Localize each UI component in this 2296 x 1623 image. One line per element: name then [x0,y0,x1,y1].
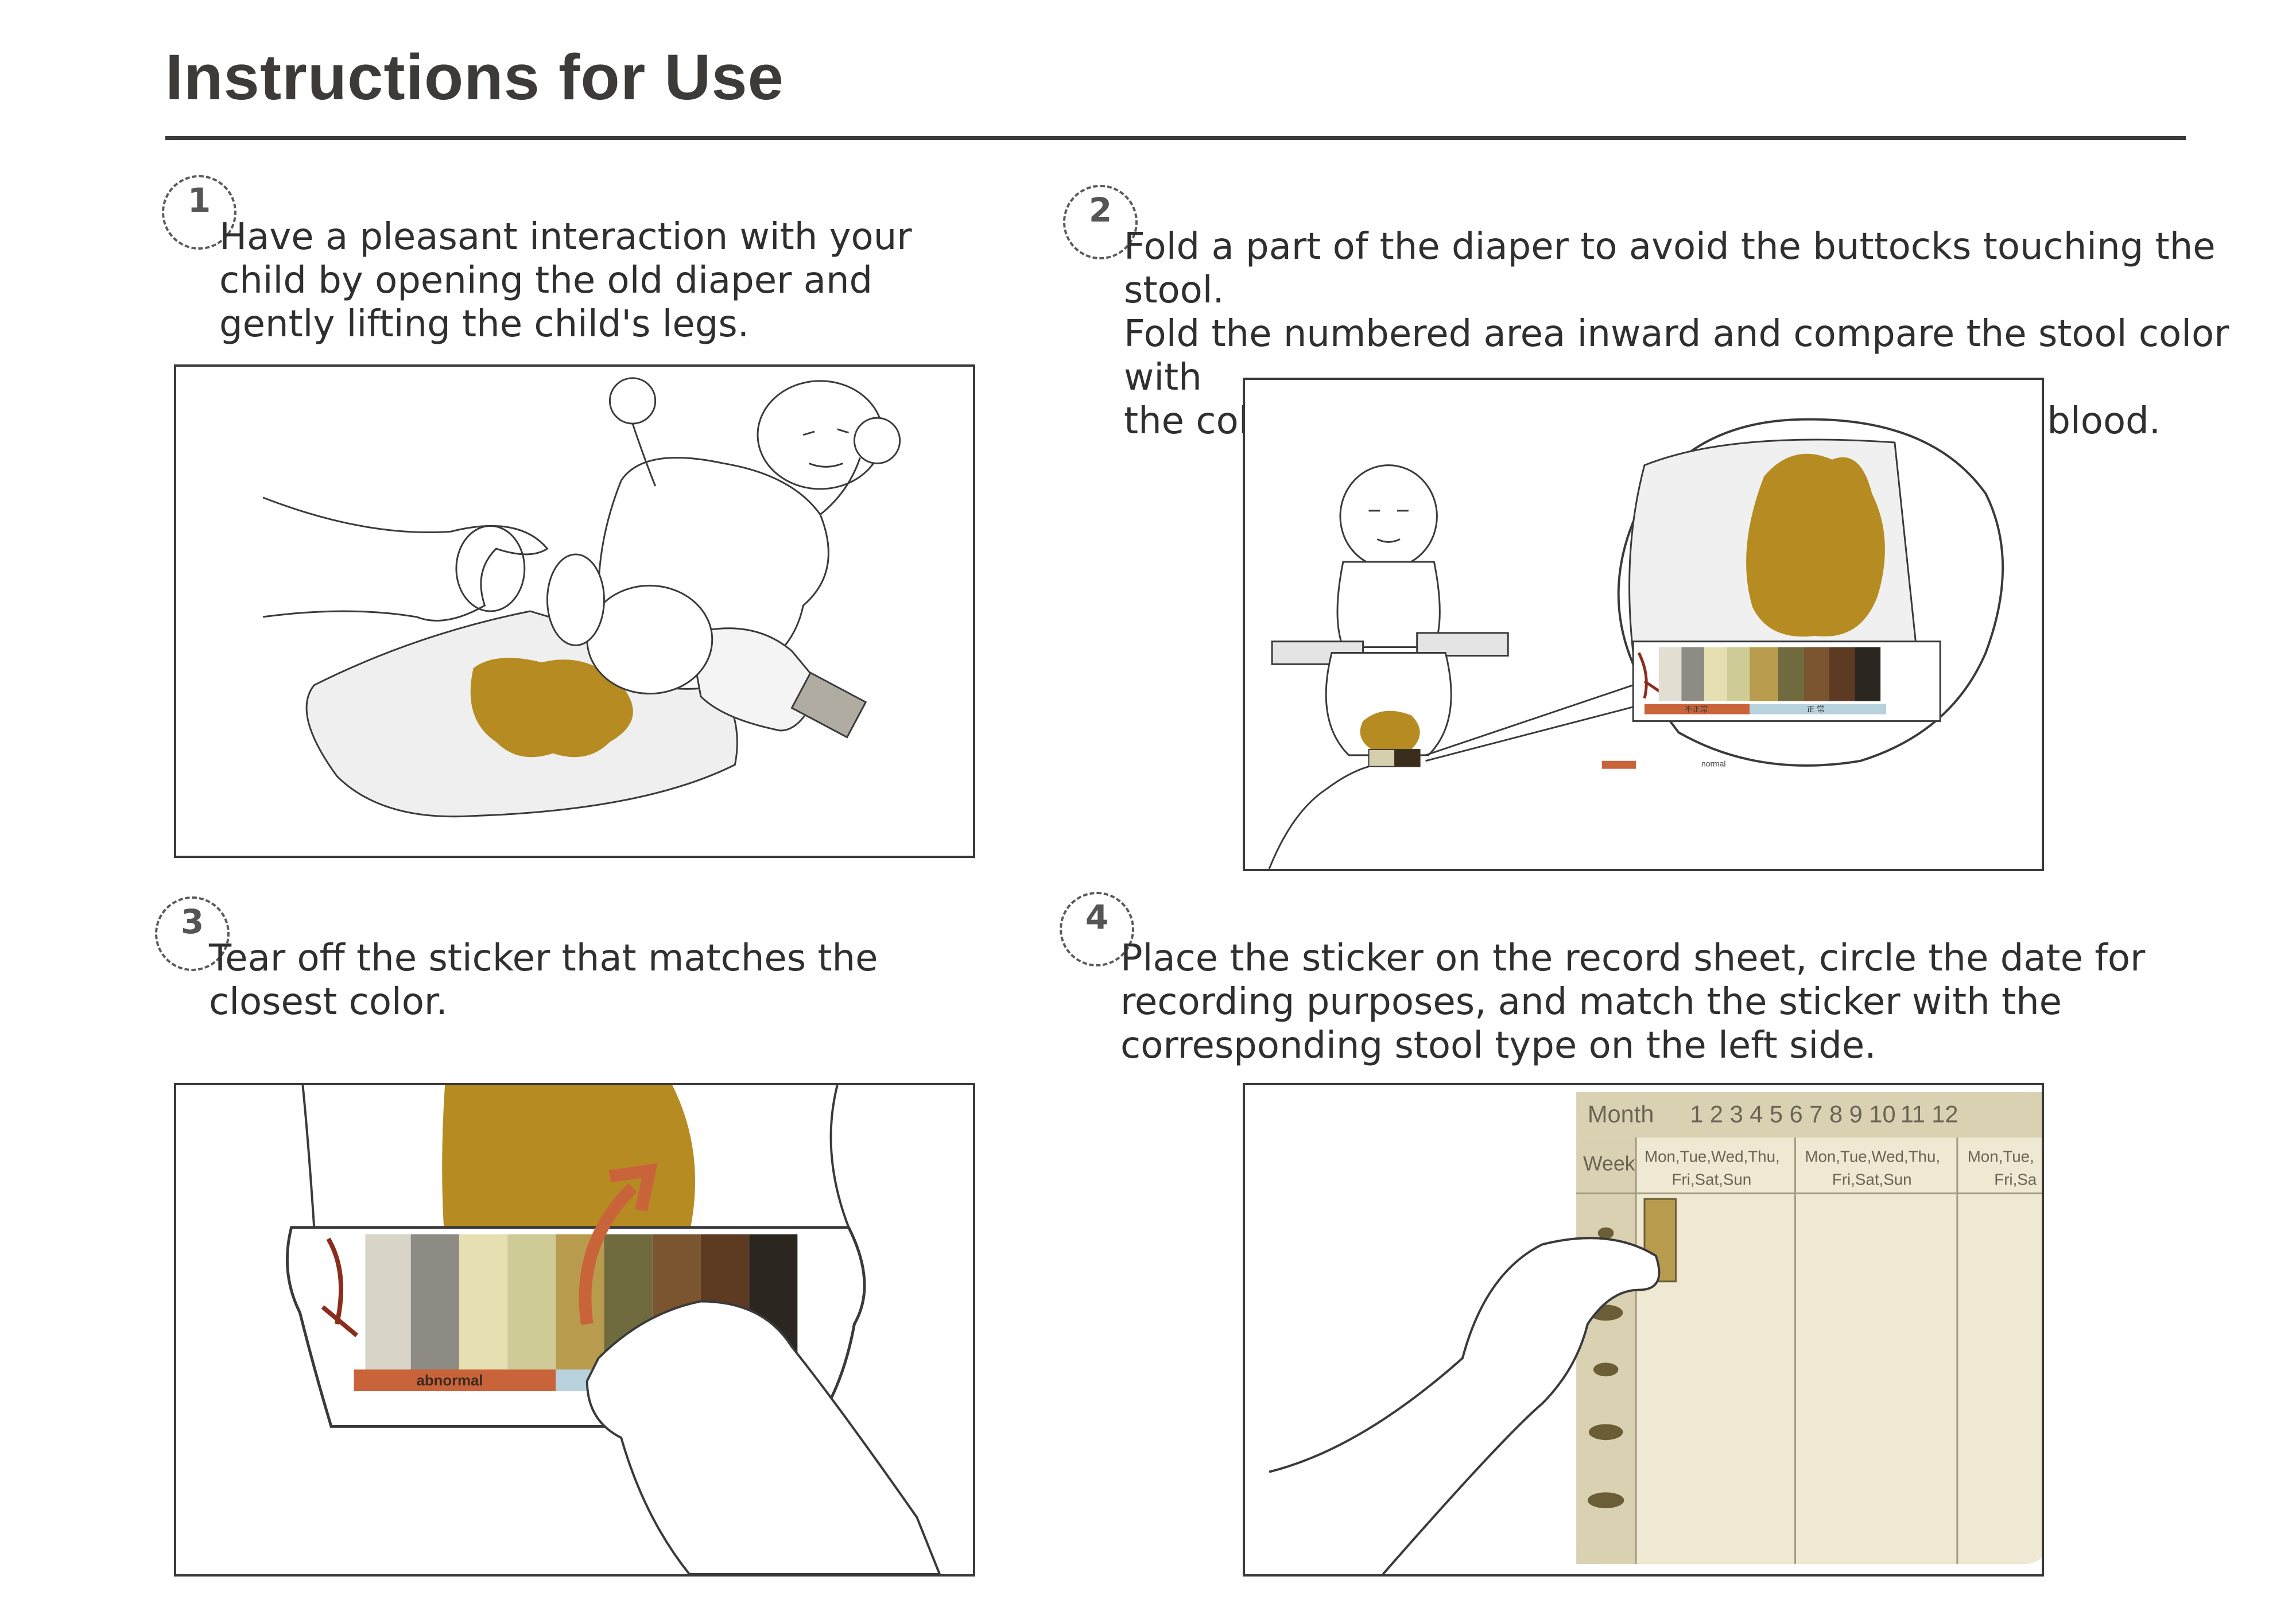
baby-legs [1325,652,1452,756]
baby-foot-left [455,525,526,612]
step-4-number: 4 [1085,898,1109,937]
step-1-line-3: gently lifting the child's legs. [219,303,750,345]
adult-hand [585,1300,941,1574]
step-2-line-1: Fold a part of the diaper to avoid the b… [1124,226,2216,312]
month-7: 7 [1809,1100,1822,1127]
step-3-text: Tear off the sticker that matches the cl… [209,937,878,1024]
col-2-line-2: Fri,Sat,Sun [1832,1170,1912,1188]
normal-cn-label: 正 常 [1806,705,1825,714]
diaper-opening-illustration [262,377,901,818]
baby-leg [586,584,713,695]
step-2-illustration: normal 不正常 正 常 [1243,378,2044,871]
month-4: 4 [1750,1100,1763,1127]
small-stool [1360,710,1420,750]
tear-sticker-illustration: abnormal no [285,1085,941,1574]
col-3-line-1: Mon,Tue, [1968,1148,2034,1166]
step-3-line-1: Tear off the sticker that matches the [209,937,878,980]
step-3-badge: 3 [155,896,230,971]
abnormal-cn-label: 不正常 [1684,705,1708,714]
mini-abnormal-tag [1601,760,1636,769]
col-1-line-1: Mon,Tue,Wed,Thu, [1645,1148,1780,1166]
step-2-badge: 2 [1063,185,1138,259]
record-sheet-illustration: Month 1 2 3 4 5 6 7 8 9 10 11 12 Week Mo… [1269,1092,2042,1574]
diaper-tab [790,671,867,739]
adult-hand [1268,766,1369,869]
month-12: 12 [1932,1100,1958,1127]
step-2-line-2: Fold the numbered area inward and compar… [1124,313,2229,399]
stool-type-icons [1587,1227,1624,1509]
adult-hand [262,496,549,622]
tear-arrow-head [608,1163,658,1212]
step-4-text: Place the sticker on the record sheet, c… [1120,937,2145,1067]
mini-normal-label: normal [1701,759,1725,768]
col-1-line-2: Fri,Sat,Sun [1672,1170,1752,1188]
baby-head [1339,464,1438,569]
step-2-number: 2 [1088,191,1112,230]
step-1-illustration [174,364,975,858]
diaper-outline [301,1085,850,1228]
page-title: Instructions for Use [165,41,784,113]
tear-arrow [579,1183,637,1325]
month-1: 1 [1690,1100,1703,1127]
step-4-line-1: Place the sticker on the record sheet, c… [1120,937,2146,980]
month-5: 5 [1770,1100,1783,1127]
month-6: 6 [1790,1100,1803,1127]
month-10: 10 [1869,1100,1895,1127]
step-1-badge: 1 [162,175,236,250]
step-3-illustration: abnormal no [174,1083,975,1577]
large-stool [442,1085,696,1245]
week-label: Week [1583,1152,1635,1175]
baby-foot-right [546,553,606,646]
step-1-line-2: child by opening the old diaper and [219,259,873,302]
record-sheet: Month 1 2 3 4 5 6 7 8 9 10 11 12 Week Mo… [1576,1092,2042,1564]
abnormal-label: abnormal [417,1373,483,1389]
step-4-line-3: corresponding stool type on the left sid… [1120,1024,1876,1067]
diaper-wing-right [1416,632,1509,657]
title-divider [165,136,2186,140]
step-4-badge: 4 [1060,892,1134,966]
col-2-line-1: Mon,Tue,Wed,Thu, [1805,1148,1940,1166]
step-1-text: Have a pleasant interaction with your ch… [219,215,912,346]
baby-fist-left [608,377,657,425]
step-3-line-2: closest color. [209,981,448,1023]
month-label: Month [1588,1100,1654,1127]
month-8: 8 [1829,1100,1843,1127]
zoom-color-chart: 不正常 正 常 [1632,640,1941,722]
col-3-line-2: Fri,Sa [1994,1170,2037,1188]
small-color-chart [1368,748,1421,767]
stool-blob [470,658,633,758]
zoom-stool [1746,453,1885,637]
month-2: 2 [1710,1100,1723,1127]
step-4-line-2: recording purposes, and match the sticke… [1120,981,2062,1023]
month-3: 3 [1730,1100,1743,1127]
month-numbers: 1 2 3 4 5 6 7 8 9 10 11 12 [1690,1100,1958,1127]
color-chart-comparison-illustration: normal 不正常 正 常 [1268,418,2004,869]
step-1-number: 1 [187,181,211,220]
step-4-illustration: Month 1 2 3 4 5 6 7 8 9 10 11 12 Week Mo… [1243,1083,2044,1577]
baby-fist-right [853,417,901,464]
adult-hand [1269,1237,1661,1574]
month-9: 9 [1849,1100,1863,1127]
step-1-line-1: Have a pleasant interaction with your [219,216,912,258]
month-11: 11 [1901,1100,1925,1127]
step-3-number: 3 [180,902,204,941]
